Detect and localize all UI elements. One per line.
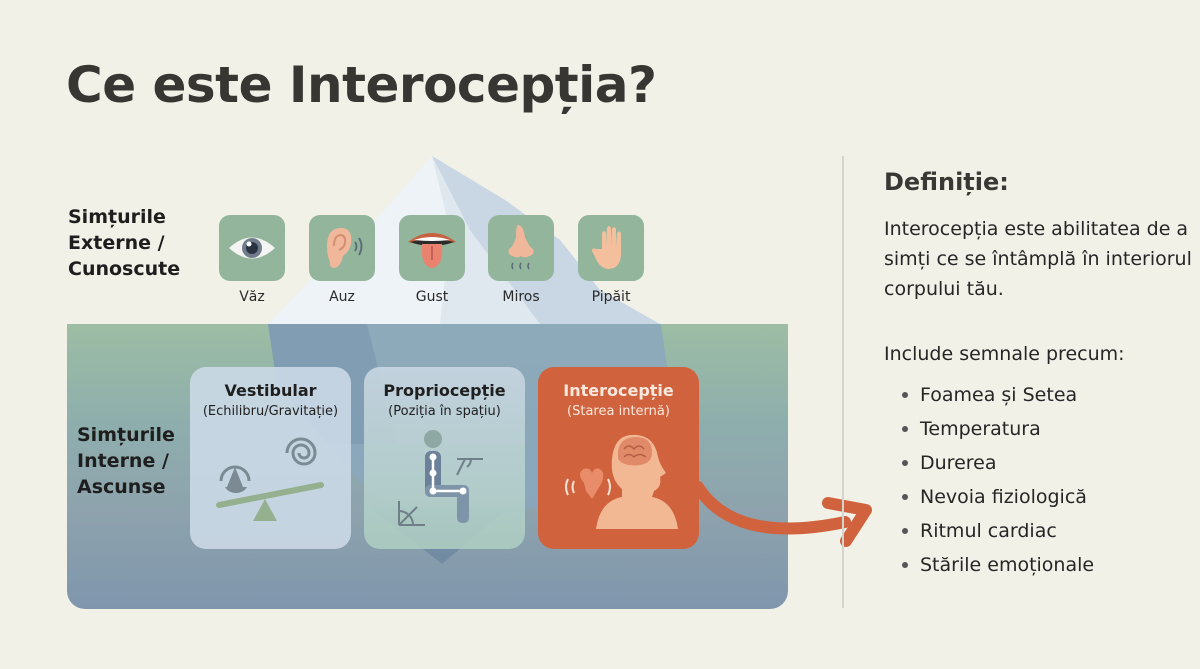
balance-spiral-icon xyxy=(211,429,331,533)
list-item: Ritmul cardiac xyxy=(902,514,1094,548)
card-title: Propriocepție xyxy=(383,381,506,400)
label-line: Simțurile xyxy=(77,424,175,446)
signal-text: Nevoia fiziologică xyxy=(920,486,1087,508)
mouth-tongue-icon xyxy=(399,215,465,281)
nose-icon xyxy=(488,215,554,281)
bullet-icon xyxy=(902,562,908,568)
label-line: Interne / xyxy=(77,450,169,472)
sense-label: Miros xyxy=(502,289,540,305)
eye-icon xyxy=(219,215,285,281)
label-line: Simțurile xyxy=(68,206,166,228)
list-item: Nevoia fiziologică xyxy=(902,480,1094,514)
signals-list: Foamea și Setea Temperatura Durerea Nevo… xyxy=(902,378,1094,582)
definition-heading: Definiție: xyxy=(884,168,1009,196)
signal-text: Foamea și Setea xyxy=(920,384,1078,406)
list-item: Foamea și Setea xyxy=(902,378,1094,412)
signal-text: Stările emoționale xyxy=(920,554,1095,576)
includes-label: Include semnale precum: xyxy=(884,343,1125,365)
sense-auz: Auz xyxy=(309,215,375,305)
card-subtitle: (Poziția în spațiu) xyxy=(388,404,501,419)
list-item: Durerea xyxy=(902,446,1094,480)
card-subtitle: (Starea internă) xyxy=(567,404,670,419)
label-line: Externe / xyxy=(68,232,165,254)
sense-gust: Gust xyxy=(399,215,465,305)
definition-text: Interocepția este abilitatea de a simți … xyxy=(884,218,1192,300)
seated-body-joints-icon xyxy=(385,429,505,533)
sense-vaz: Văz xyxy=(219,215,285,305)
list-item: Temperatura xyxy=(902,412,1094,446)
sense-pipait: Pipăit xyxy=(578,215,644,305)
card-interocepție: Interocepție (Starea internă) xyxy=(538,367,699,549)
sense-label: Auz xyxy=(329,289,355,305)
vertical-divider xyxy=(842,156,844,608)
card-subtitle: (Echilibru/Gravitație) xyxy=(202,404,339,419)
bullet-icon xyxy=(902,460,908,466)
card-title: Vestibular xyxy=(224,381,317,400)
signal-text: Durerea xyxy=(920,452,997,474)
card-vestibular: Vestibular (Echilibru/Gravitație) xyxy=(190,367,351,549)
heart-brain-head-icon xyxy=(554,429,684,533)
bullet-icon xyxy=(902,494,908,500)
external-senses-label: Simțurile Externe / Cunoscute xyxy=(68,204,180,282)
label-line: Cunoscute xyxy=(68,258,181,280)
bullet-icon xyxy=(902,392,908,398)
sense-label: Gust xyxy=(415,289,449,305)
card-title: Interocepție xyxy=(563,381,674,400)
internal-senses-label: Simțurile Interne / Ascunse xyxy=(77,422,175,500)
signal-text: Ritmul cardiac xyxy=(920,520,1057,542)
sense-label: Văz xyxy=(239,289,265,305)
sense-miros: Miros xyxy=(488,215,554,305)
card-propriocepție: Propriocepție (Poziția în spațiu) xyxy=(364,367,525,549)
bullet-icon xyxy=(902,426,908,432)
list-item: Stările emoționale xyxy=(902,548,1094,582)
sense-label: Pipăit xyxy=(591,289,631,305)
hand-icon xyxy=(578,215,644,281)
ear-icon xyxy=(309,215,375,281)
signal-text: Temperatura xyxy=(920,418,1041,440)
label-line: Ascunse xyxy=(77,476,166,498)
bullet-icon xyxy=(902,528,908,534)
page-title: Ce este Interocepția? xyxy=(66,56,657,114)
